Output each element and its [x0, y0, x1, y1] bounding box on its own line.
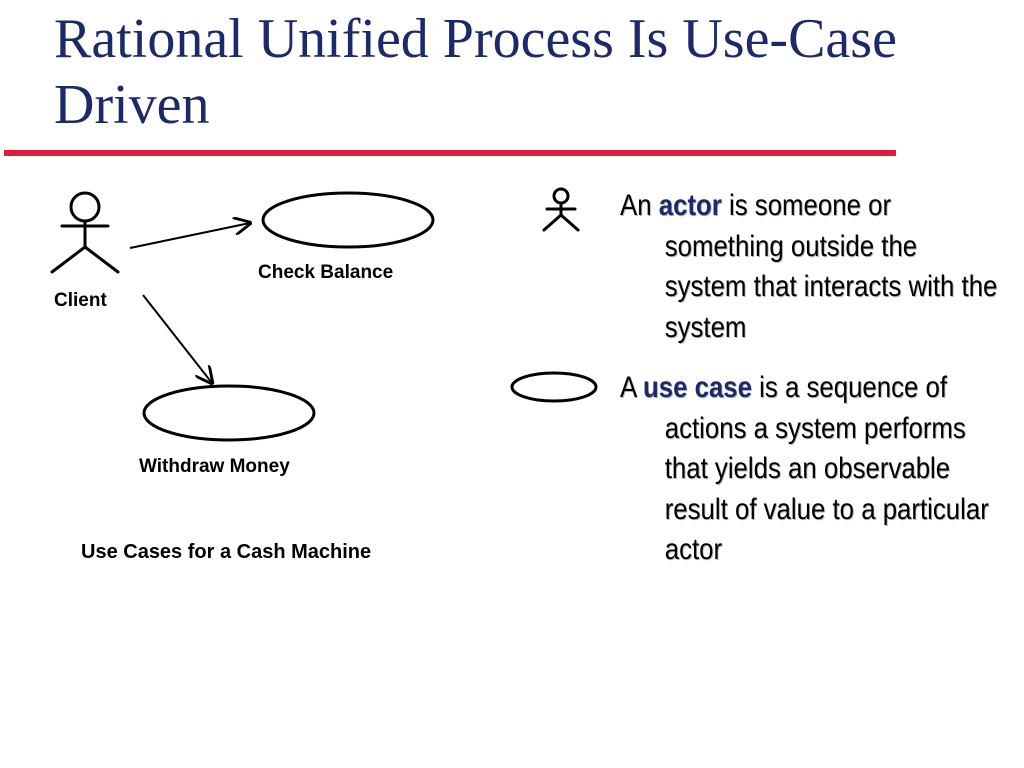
- check-balance-use-case: [261, 191, 435, 249]
- use-case-label: Withdraw Money: [139, 456, 290, 477]
- slide-title: Rational Unified Process Is Use-Case Dri…: [54, 8, 897, 136]
- definition-text: is a sequence of actions a system perfor…: [664, 371, 989, 566]
- use-case-label: Check Balance: [258, 262, 394, 283]
- stick-figure-actor-icon: [542, 187, 580, 232]
- definition-lead: A: [620, 371, 636, 404]
- use-case-definition: A use case is a sequence of actions a sy…: [620, 368, 1000, 571]
- actor-label: Client: [54, 290, 107, 311]
- client-to-check-balance-arrow: [129, 223, 250, 249]
- diagram-caption: Use Cases for a Cash Machine: [81, 541, 372, 563]
- definition-term: actor: [658, 189, 722, 222]
- actor-definition: An actor is someone or something outside…: [620, 186, 1000, 348]
- client-actor-icon: [50, 191, 120, 274]
- title-underline: [4, 150, 896, 156]
- ellipse-use-case-icon: [510, 371, 598, 403]
- definition-term: use case: [642, 371, 752, 404]
- client-to-withdraw-money-arrow: [142, 294, 212, 383]
- definition-lead: An: [620, 189, 652, 222]
- definition-text: is someone or something outside the syst…: [664, 189, 998, 344]
- withdraw-money-use-case: [142, 384, 316, 442]
